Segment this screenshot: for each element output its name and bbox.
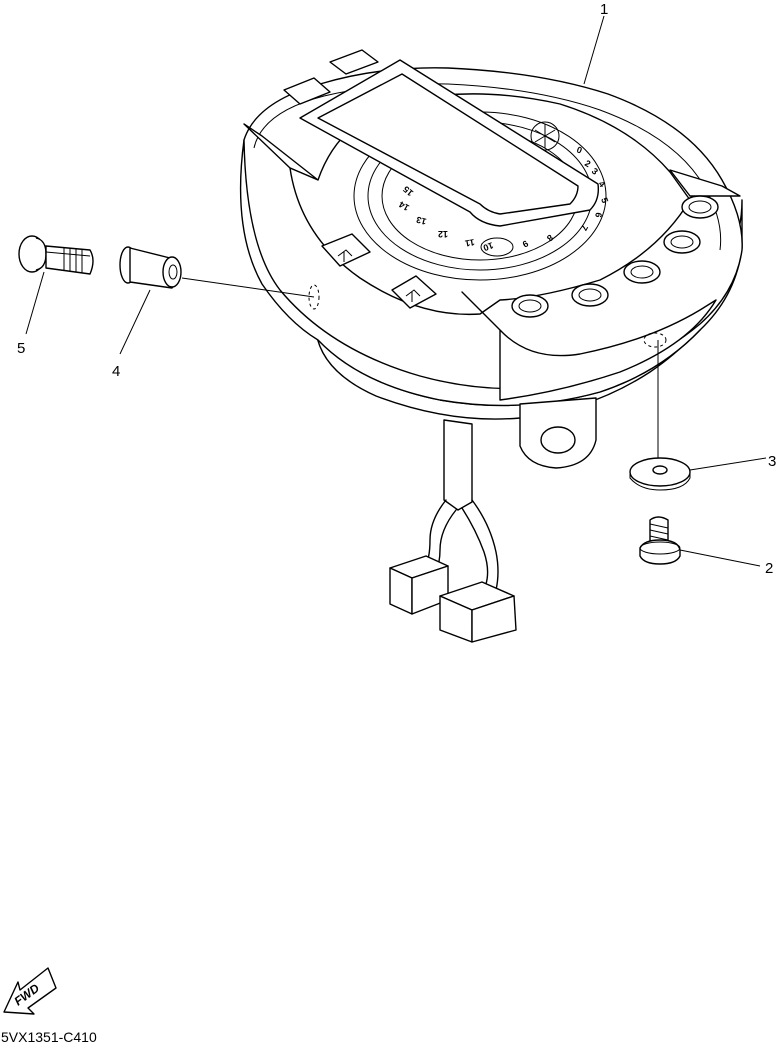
part-4-collar [119,246,182,289]
meter-assembly: 0 2 3 4 5 6 7 8 9 10 11 12 13 14 15 [239,49,743,643]
dial-number-6: 6 [593,212,604,219]
tachometer-scale: 0 2 3 4 5 6 7 8 9 10 11 12 13 14 15 [397,144,610,252]
dial-number-11: 11 [464,237,475,249]
callout-3: 3 [768,453,776,470]
diagram-code: 5VX1351-C410 [1,1029,97,1045]
dial-number-2: 2 [583,158,592,169]
part-5-bolt [18,235,94,275]
indicator-right-icon [391,275,437,309]
callout-2: 2 [765,560,773,577]
dial-number-12: 12 [438,229,448,239]
fwd-arrow-icon: FWD [3,967,57,1015]
leader-lines [25,15,767,567]
callout-4: 4 [112,363,120,380]
dial-number-7: 7 [579,223,590,232]
part-2-screw [639,516,681,565]
dial-number-10: 10 [482,240,495,253]
dial-number-13: 13 [415,214,427,226]
indicator-left-icon [321,233,371,267]
dial-number-0: 0 [575,144,583,155]
dial-number-5: 5 [599,196,610,204]
hidden-hole-right [643,332,667,348]
part-3-washer [629,457,691,491]
connector-right [439,581,517,643]
dial-number-8: 8 [545,232,555,243]
wire-harness [423,419,499,591]
mounting-bracket [519,397,597,469]
dial-number-3: 3 [590,166,600,177]
callout-1: 1 [600,1,608,18]
dial-number-9: 9 [521,238,530,249]
warning-light-lenses [511,195,719,318]
dial-number-14: 14 [397,199,411,213]
dial-number-4: 4 [596,179,607,189]
hidden-hole-left [308,284,320,310]
dial-number-15: 15 [401,184,415,198]
callout-5: 5 [17,340,25,357]
